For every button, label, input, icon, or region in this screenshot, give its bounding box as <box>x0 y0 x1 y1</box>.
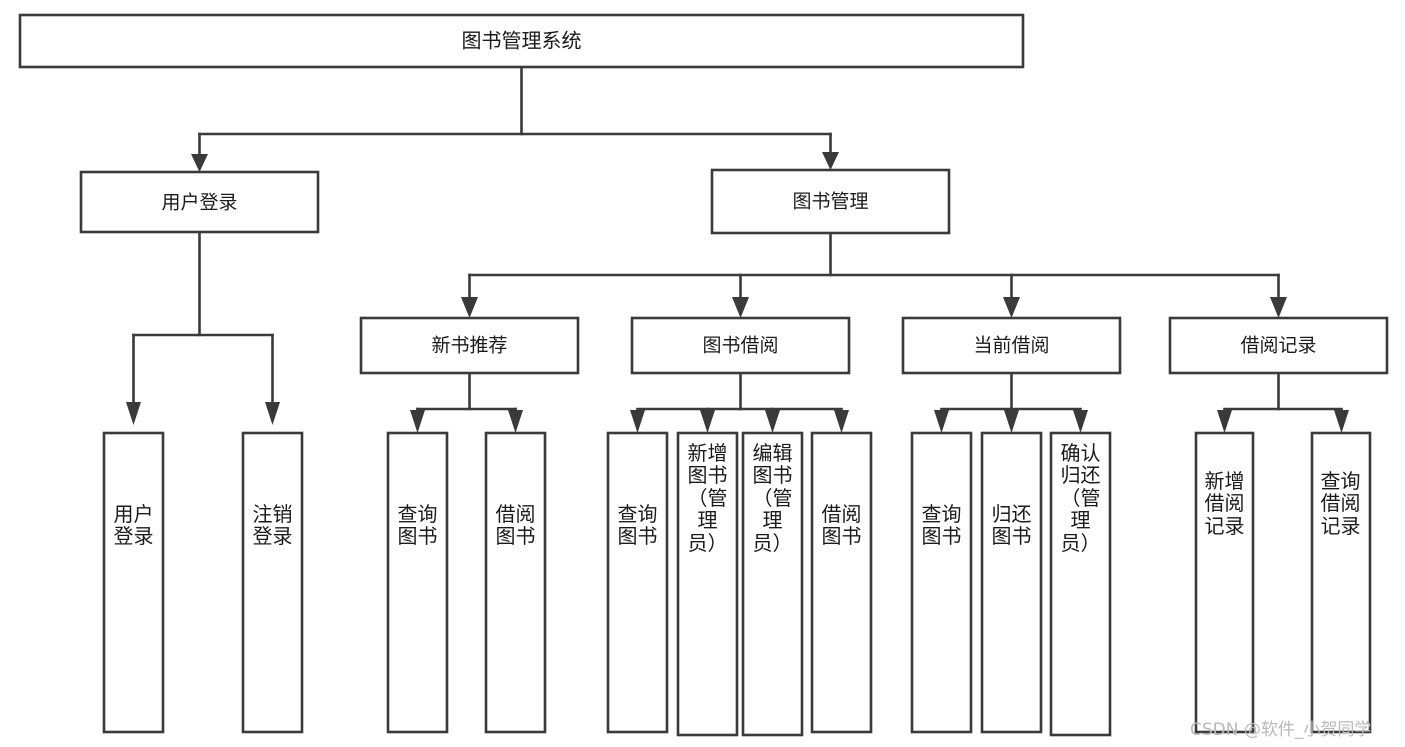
node-records-label: 借阅记录 <box>1240 335 1316 357</box>
node-leaf12-box[interactable] <box>1194 431 1255 734</box>
node-login[interactable]: 用户登录 <box>79 170 320 234</box>
node-leaf5-box[interactable] <box>606 431 669 734</box>
node-bookmgmt-label: 图书管理 <box>792 191 868 213</box>
arrow-borrow-child-3 <box>765 410 780 433</box>
arrow-root-to-bookmgmt <box>822 152 839 170</box>
node-leaf9-box[interactable] <box>910 431 973 734</box>
node-leaf6-box[interactable] <box>676 431 739 737</box>
node-root-label: 图书管理系统 <box>462 29 582 53</box>
arrow-bookmgmt-child-3 <box>1003 297 1020 318</box>
arrow-borrow-child-2 <box>700 410 715 433</box>
arrow-borrow-child-1 <box>630 410 645 433</box>
arrow-login-child-2 <box>265 402 280 425</box>
node-leaf10-box[interactable] <box>980 431 1043 734</box>
node-leaf3-box[interactable] <box>386 431 449 734</box>
node-leaf7-box[interactable] <box>741 431 804 737</box>
node-login-box[interactable] <box>79 170 320 234</box>
node-newbook-box[interactable] <box>359 316 580 375</box>
node-records-box[interactable] <box>1168 316 1389 375</box>
node-bookmgmt-box[interactable] <box>710 168 951 235</box>
node-records[interactable]: 借阅记录 <box>1168 316 1389 375</box>
arrow-current-child-2 <box>1004 410 1019 433</box>
arrow-bookmgmt-child-2 <box>732 297 749 318</box>
arrow-newbook-child-2 <box>508 410 523 433</box>
node-borrow-label: 图书借阅 <box>702 335 778 357</box>
node-newbook-label: 新书推荐 <box>431 335 507 357</box>
arrow-bookmgmt-child-4 <box>1270 297 1287 318</box>
node-root-box[interactable] <box>18 13 1025 69</box>
connector-layer <box>126 65 1349 433</box>
node-current-label: 当前借阅 <box>973 335 1049 357</box>
arrow-current-child-1 <box>934 410 949 433</box>
arrow-records-child-1 <box>1217 410 1232 433</box>
node-borrow[interactable]: 图书借阅 <box>630 316 851 375</box>
node-leaf2-box[interactable] <box>241 431 304 734</box>
node-login-label: 用户登录 <box>161 192 237 214</box>
arrow-login-child-1 <box>126 402 141 425</box>
node-bookmgmt[interactable]: 图书管理 <box>710 168 951 235</box>
arrow-records-child-2 <box>1334 410 1349 433</box>
arrow-borrow-child-4 <box>834 410 849 433</box>
node-current-box[interactable] <box>901 316 1122 375</box>
node-newbook[interactable]: 新书推荐 <box>359 316 580 375</box>
node-borrow-box[interactable] <box>630 316 851 375</box>
csdn-watermark: CSDN @软件_小贺同学 <box>1190 720 1372 740</box>
arrow-root-to-login <box>191 154 208 172</box>
node-leaf11-box[interactable] <box>1049 431 1112 737</box>
arrow-newbook-child-1 <box>410 410 425 433</box>
arrow-bookmgmt-child-1 <box>461 297 478 318</box>
node-current[interactable]: 当前借阅 <box>901 316 1122 375</box>
node-leaf4-box[interactable] <box>484 431 547 734</box>
node-leaf1-box[interactable] <box>102 431 165 734</box>
arrow-current-child-3 <box>1073 410 1088 433</box>
node-root[interactable]: 图书管理系统 <box>18 13 1025 69</box>
node-leaf8-box[interactable] <box>810 431 873 734</box>
node-leaf13-box[interactable] <box>1310 431 1372 734</box>
